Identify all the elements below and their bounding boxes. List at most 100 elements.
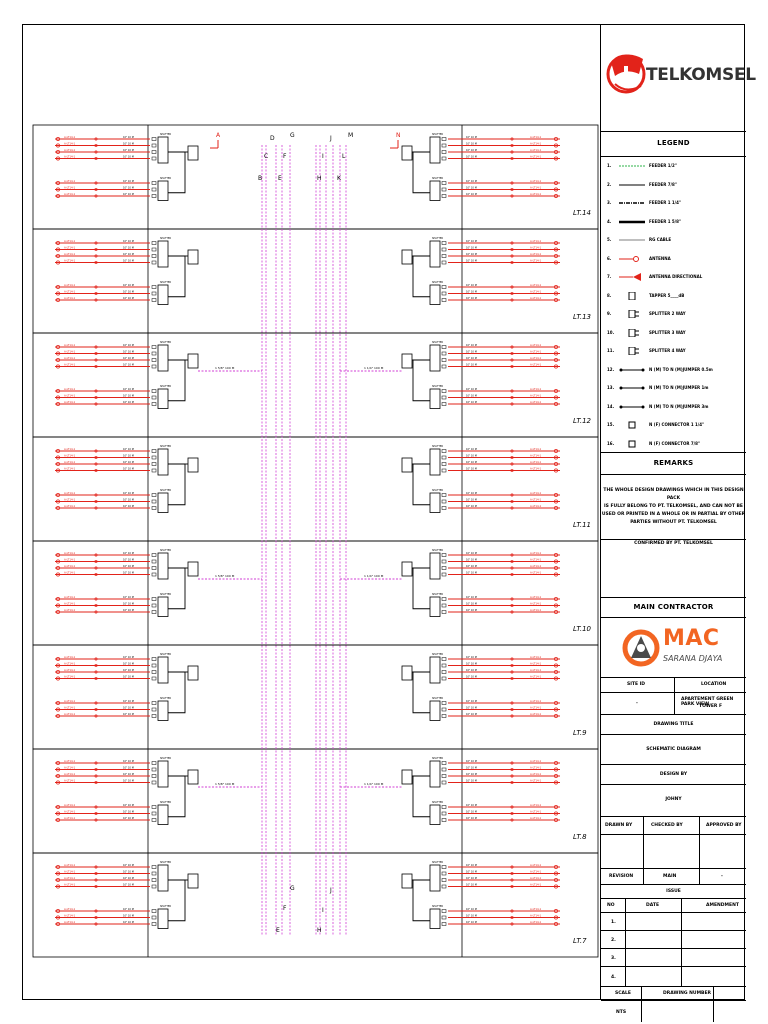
connector-icon [151,871,157,876]
connector-icon [510,358,514,362]
cable-label: 10" 10 M [466,297,477,300]
issue-amendment-label: AMENDMENT [706,903,739,908]
trunk-line [412,671,430,714]
legend-item-label: N (F) CONNECTOR 1 1/4" [649,422,705,427]
antenna-icon [56,676,60,681]
antenna-icon [56,455,60,460]
antenna-icon [56,915,60,920]
connector-icon [151,714,157,718]
riser-letter-bottom: E [276,927,280,934]
antenna-icon [554,247,558,252]
connector-icon [510,663,514,667]
antenna-label: A-LT14-1 [64,551,76,555]
connector-icon [441,254,447,258]
feeder-158-icon [619,220,645,223]
antenna-icon [554,878,558,882]
antenna-label: A-LT14-1 [64,907,76,911]
cable-label: 10" 10 M [123,700,134,703]
antenna-icon [554,468,558,473]
cable-label: 10" 10 M [466,455,477,458]
connector-icon [94,553,98,557]
antenna-label: A-LT14-1 [64,498,76,502]
antenna-label: A-LT14-1 [530,759,542,763]
antenna-icon [554,566,558,570]
splitter-icon [401,457,413,473]
connector-icon [441,811,447,816]
cable-label: 10" 10 M [123,559,134,562]
cable-label: 10" 10 M [466,284,477,287]
antenna-icon [554,714,558,718]
connector-icon [510,566,514,570]
cable-label: 10" 10 M [123,817,134,820]
connector-icon [94,493,98,497]
antenna-icon [554,194,558,198]
splitter-label: SPLITTER [160,593,171,596]
cable-label: 10" 10 M [123,156,134,159]
legend-item: 7.ANTENNA DIRECTIONAL [601,270,746,284]
cable-label: 10" 10 M [466,260,477,263]
splitter-icon [187,353,199,369]
antenna-icon [56,774,60,778]
connector-icon [510,137,514,141]
connector-icon [441,389,447,393]
antenna-label: A-LT14-1 [64,350,76,354]
floor-band [32,332,599,438]
cable-label: 10" 10 M [466,884,477,887]
connector-icon [510,811,514,815]
antenna-label: A-LT14-1 [530,239,542,243]
cable-label: 10" 10 M [123,915,134,918]
splitter-label: SPLITTER [160,237,171,240]
connector-icon [151,805,157,809]
trunk-label: 1 1/4" 100 M [364,782,384,786]
remarks-line: IS FULLY BELONG TO PT. TELKOMSEL, AND CA… [603,504,743,509]
antenna-label: A-LT14-1 [530,467,542,471]
location-value: APARTEMENT GREEN PARK VIEW [681,697,734,707]
antenna-label: A-LT14-1 [64,504,76,508]
drawing-title-value-row: SCHEMATIC DIAGRAM [601,734,746,764]
splitter-icon [157,908,169,929]
connector-icon [151,499,157,504]
connector-icon [441,462,447,466]
antenna-label: A-LT14-1 [64,608,76,612]
connector-icon [151,506,157,510]
connector-icon [441,780,447,785]
cable-label: 10" 10 M [123,260,134,263]
antenna-icon [554,389,558,393]
antenna-label: A-LT14-1 [64,816,76,820]
connector-icon [94,811,98,815]
antenna-label: A-LT14-1 [530,400,542,404]
connector-icon [151,572,157,577]
riser-letter-top: I [322,153,324,160]
splitter-label: SPLITTER [432,549,443,552]
antenna-icon [56,345,60,349]
antenna-label: A-LT14-1 [64,876,76,880]
antenna-icon [56,364,60,369]
antenna-icon [554,298,558,302]
antenna-label: A-LT14-1 [530,608,542,612]
legend-item-label: ANTENNA [649,255,671,261]
drawing-title-row: DRAWING TITLE [601,714,746,734]
connector-icon [94,714,98,718]
antenna-label: A-LT14-1 [64,252,76,256]
antenna-icon [56,468,60,473]
splitter-icon [157,388,169,409]
contractor-name: MAC [663,626,720,651]
floor-band [32,228,599,334]
cable-label: 10" 10 M [466,388,477,391]
drawing-title-label: DRAWING TITLE [653,722,694,727]
location-value-2: TOWER F [699,704,723,709]
splitter-icon [157,180,169,201]
antenna-label: A-LT14-1 [530,350,542,354]
connector-icon [94,884,98,888]
connector-icon [94,260,98,264]
cable-label: 10" 10 M [466,468,477,471]
antenna-label: A-LT14-1 [530,135,542,139]
antenna-icon [56,805,60,809]
antenna-icon [554,402,558,406]
antenna-icon [56,462,60,466]
antenna-label: A-LT14-1 [530,387,542,391]
antenna-icon [554,345,558,349]
connector-icon [441,291,447,296]
splitter-icon [157,240,169,268]
cable-label: 10" 10 M [466,804,477,807]
